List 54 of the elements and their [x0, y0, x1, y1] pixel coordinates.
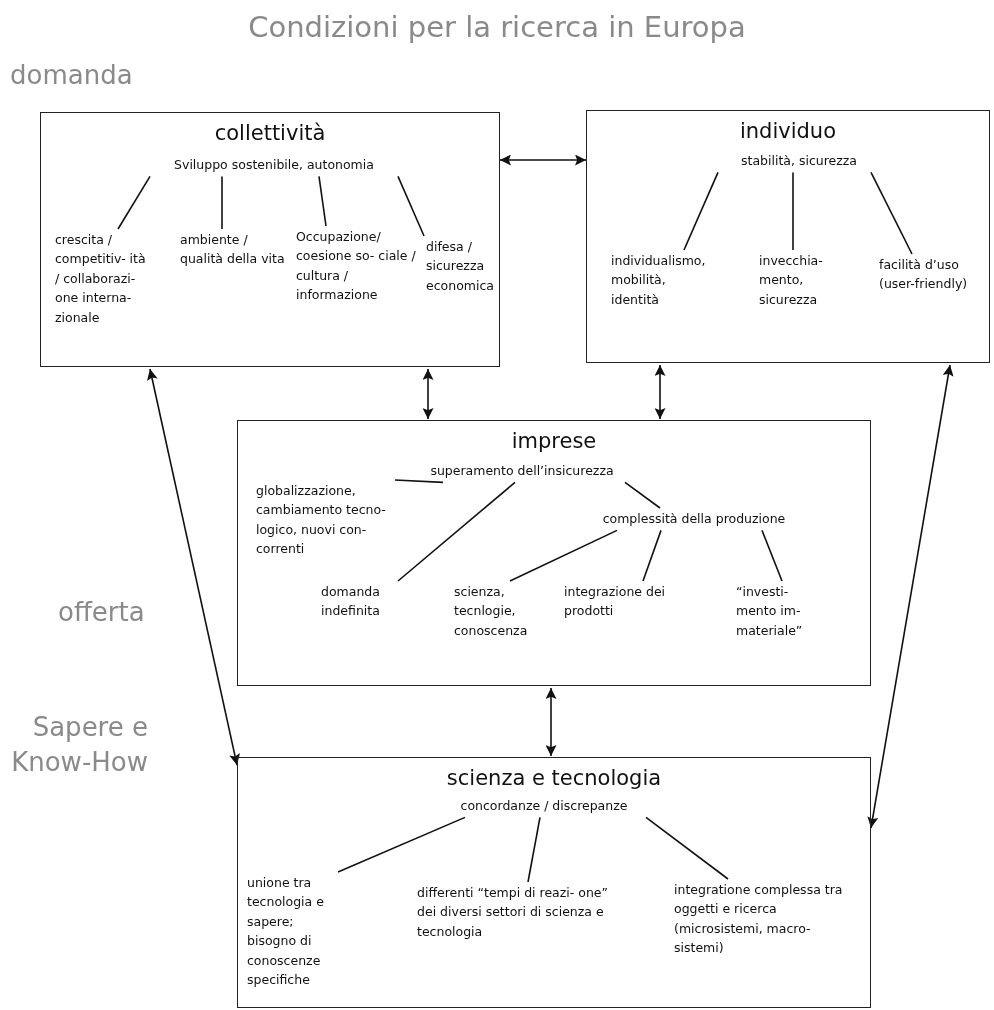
topic-text: unione tra tecnologia e sapere; bisogno di conoscenze specifiche	[247, 873, 343, 990]
topic-text: domanda indefinita	[321, 582, 411, 621]
connector-line	[117, 175, 151, 230]
topic-text: invecchia- mento, sicurezza	[759, 251, 841, 310]
connector-line	[318, 175, 327, 227]
topic-text: differenti “tempi di reazi- one” dei diversi settori di scienza e tecnologia	[417, 883, 617, 942]
diagram-title: Condizioni per la ricerca in Europa	[247, 10, 747, 44]
topic-text: scienza, tecnlogie, conoscenza	[454, 582, 554, 641]
category-box	[237, 420, 871, 686]
category-box	[40, 112, 500, 367]
connector-line	[397, 175, 425, 237]
topic-text: globalizzazione, cambiamento tecno- logico, nuovi con- correnti	[256, 481, 406, 559]
connector-line	[397, 481, 516, 582]
topic-text: superamento dell’insicurezza	[407, 461, 637, 481]
connector-line	[642, 529, 662, 582]
topic-text: ambiente / qualità della vita	[180, 230, 292, 269]
topic-text: concordanze / discrepanze	[419, 796, 669, 816]
connector-line	[645, 816, 729, 880]
side-label: offerta	[58, 596, 145, 629]
connector-line	[624, 481, 661, 509]
connector-line	[509, 529, 618, 582]
topic-text: difesa / sicurezza economica	[426, 237, 504, 296]
box-heading: imprese	[510, 429, 598, 453]
topic-text: complessità della produzione	[574, 509, 814, 529]
side-label: Sapere e Know-How	[10, 711, 148, 780]
arrow	[654, 364, 666, 420]
topic-text: integratione complessa tra oggetti e ricerca (microsistemi, macro- sistemi)	[674, 880, 859, 958]
topic-text: Occupazione/ coesione so- ciale / cultura / informazione	[296, 227, 418, 305]
topic-text: individualismo, mobilità, identità	[611, 251, 716, 310]
connector-line	[870, 171, 913, 255]
box-heading: collettività	[213, 121, 327, 145]
box-heading: individuo	[738, 119, 838, 143]
topic-text: integrazione dei prodotti	[564, 582, 704, 621]
topic-text: stabilità, sicurezza	[699, 151, 899, 171]
connector-line	[221, 175, 223, 230]
arrow	[147, 368, 240, 766]
connector-line	[761, 529, 783, 582]
topic-text: facilità d’uso (user-friendly)	[879, 255, 989, 294]
connector-line	[394, 479, 444, 484]
arrow	[499, 154, 587, 166]
arrow	[867, 364, 954, 829]
category-box	[586, 110, 990, 363]
topic-text: “investi- mento im- materiale”	[736, 582, 831, 641]
topic-text: Sviluppo sostenibile, autonomia	[139, 155, 409, 175]
connector-line	[683, 171, 719, 251]
side-label: domanda	[10, 59, 133, 92]
box-heading: scienza e tecnologia	[445, 766, 663, 790]
topic-text: crescita / competitiv- ità / collaborazi- one interna- zionale	[55, 230, 149, 327]
arrow	[422, 368, 434, 420]
category-box	[237, 757, 871, 1008]
arrow	[545, 687, 557, 757]
connector-line	[337, 816, 466, 873]
connector-line	[792, 171, 794, 251]
connector-line	[527, 816, 541, 883]
